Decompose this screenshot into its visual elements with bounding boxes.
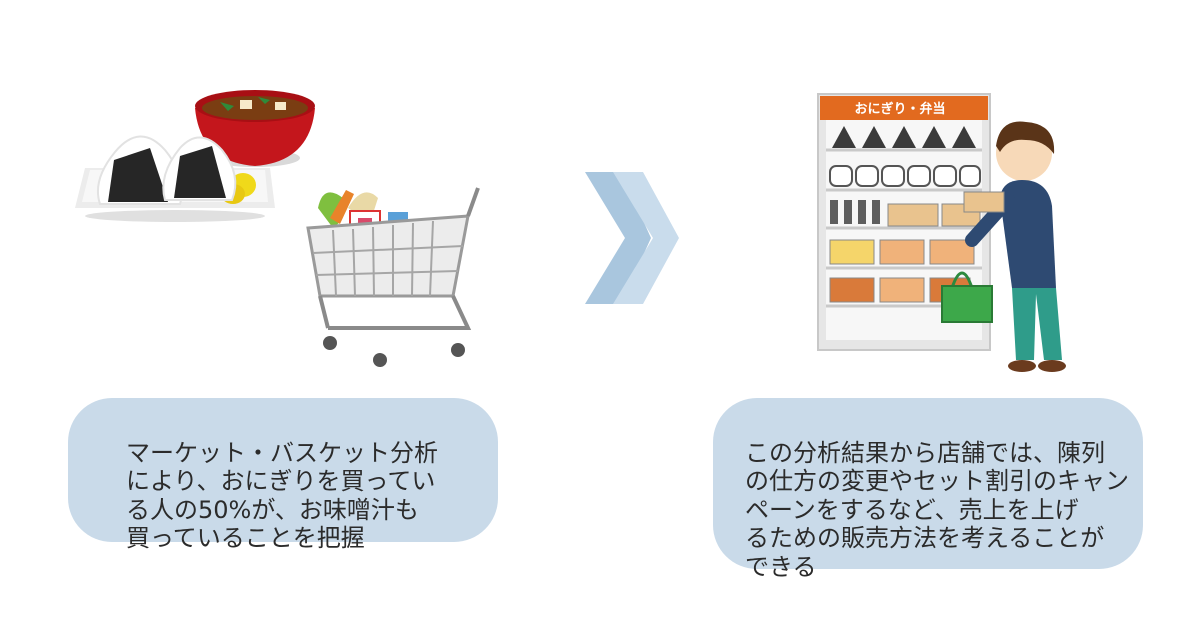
right-caption-text: この分析結果から店舗では、陳列 の仕方の変更やセット割引のキャン ペーンをするな…	[745, 439, 1129, 581]
onigiri-miso-illustration	[70, 80, 320, 230]
left-caption-bubble: マーケット・バスケット分析 により、おにぎりを買ってい る人の50%が、お味噌汁…	[68, 398, 498, 542]
shelf-sign-text: おにぎり・弁当	[854, 101, 945, 117]
store-shelf-illustration: おにぎり・弁当	[812, 88, 1068, 380]
shopping-cart-icon	[288, 178, 483, 373]
left-caption-text: マーケット・バスケット分析 により、おにぎりを買ってい る人の50%が、お味噌汁…	[126, 439, 438, 553]
right-caption-bubble: この分析結果から店舗では、陳列 の仕方の変更やセット割引のキャン ペーンをするな…	[713, 398, 1143, 569]
right-chevron-arrow-icon	[585, 172, 680, 304]
